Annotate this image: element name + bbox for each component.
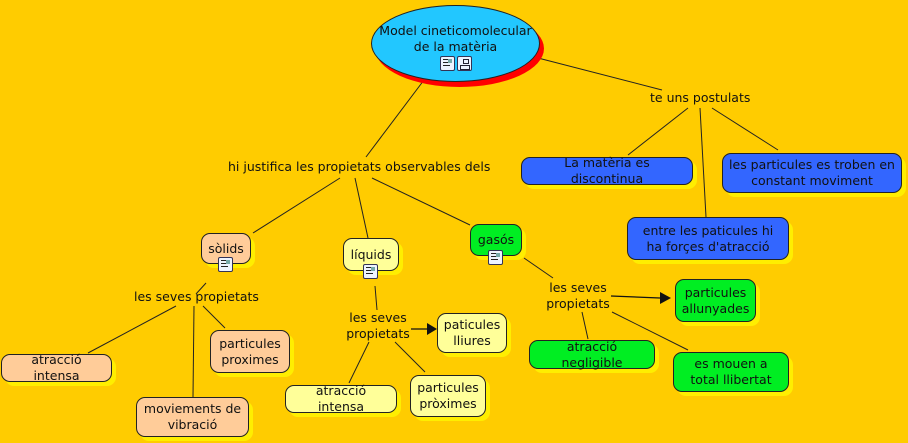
node-label: líquids bbox=[350, 246, 392, 262]
property-node[interactable]: atracció intensa bbox=[285, 383, 397, 414]
document-icon[interactable] bbox=[439, 56, 455, 71]
document-icon[interactable] bbox=[218, 257, 233, 272]
property-node[interactable]: particules pròximes bbox=[410, 375, 486, 417]
link-sp-proximes bbox=[202, 305, 226, 329]
postulat-node[interactable]: La matèria es discontinua bbox=[521, 155, 693, 186]
node-label: sòlids bbox=[208, 240, 244, 256]
node-label: La matèria es discontinua bbox=[564, 155, 650, 186]
link-postulats-3 bbox=[711, 107, 779, 151]
link-liquids-props bbox=[374, 285, 378, 311]
node-label: es mouen a total llibertat bbox=[690, 356, 772, 387]
property-node[interactable]: es mouen a total llibertat bbox=[673, 352, 789, 392]
node-label: atracció negligible bbox=[561, 338, 623, 370]
link-gp-llibertat bbox=[611, 311, 689, 351]
arrowhead-icon bbox=[427, 323, 437, 335]
node-label: les particules es troben en constant mov… bbox=[729, 157, 895, 188]
arrowhead-icon bbox=[660, 292, 671, 304]
state-node-solids[interactable]: sòlids bbox=[201, 233, 251, 264]
property-node[interactable]: particules proximes bbox=[210, 330, 290, 373]
link-postulats-1 bbox=[627, 107, 689, 156]
document-icon[interactable] bbox=[363, 264, 378, 279]
link-justifica-liquids bbox=[354, 177, 369, 239]
node-label: particules allunyades bbox=[681, 284, 750, 316]
node-label: gasós bbox=[477, 232, 515, 247]
property-node[interactable]: particules allunyades bbox=[675, 279, 756, 322]
node-label: entre les paticules hi ha forçes d'atrac… bbox=[642, 222, 774, 254]
link-lp-proximes bbox=[394, 341, 426, 373]
node-label: particules pròximes bbox=[417, 380, 479, 411]
postulat-node[interactable]: entre les paticules hi ha forçes d'atrac… bbox=[627, 217, 789, 260]
link-justifica-solids bbox=[252, 177, 341, 234]
arrow-gasos-allunyades bbox=[610, 295, 661, 299]
concept-map-icon[interactable] bbox=[456, 56, 472, 71]
node-label: atracció intensa bbox=[31, 352, 82, 383]
link-postulats-2 bbox=[699, 107, 707, 218]
link-sp-vibracio bbox=[192, 305, 195, 398]
link-root-justifica bbox=[365, 79, 425, 158]
node-label: paticules lliures bbox=[443, 317, 501, 348]
linking-phrase-solids-props: les seves propietats bbox=[134, 289, 259, 304]
postulat-node[interactable]: les particules es troben en constant mov… bbox=[722, 153, 902, 193]
linking-phrase-justifica: hi justifica les propietats observables … bbox=[228, 159, 491, 174]
linking-phrase-gasos-props: les seves propietats bbox=[546, 280, 610, 311]
property-node[interactable]: atracció negligible bbox=[529, 338, 655, 370]
node-label: atracció intensa bbox=[315, 383, 367, 414]
property-node[interactable]: moviements de vibració bbox=[136, 397, 249, 437]
node-label: particules proximes bbox=[219, 335, 281, 367]
document-icon[interactable] bbox=[488, 250, 503, 265]
link-justifica-gasos bbox=[371, 177, 471, 226]
linking-phrase-liquids-props: les seves propietats bbox=[346, 310, 410, 341]
link-gasos-props bbox=[523, 257, 554, 279]
property-node[interactable]: paticules lliures bbox=[437, 313, 507, 353]
node-label: moviements de vibració bbox=[143, 401, 242, 432]
linking-phrase-postulats: te uns postulats bbox=[650, 90, 751, 105]
root-concept[interactable]: Model cineticomolecular de la matèria bbox=[371, 5, 540, 82]
link-solids-props bbox=[195, 282, 207, 295]
link-lp-atraccio bbox=[348, 341, 370, 384]
root-title: Model cineticomolecular de la matèria bbox=[379, 23, 532, 54]
link-sp-atraccio bbox=[87, 305, 177, 354]
link-root-postulats bbox=[537, 57, 663, 91]
property-node[interactable]: atracció intensa bbox=[1, 352, 112, 383]
link-gp-negligible bbox=[581, 311, 589, 340]
state-node-liquids[interactable]: líquids bbox=[343, 238, 399, 271]
